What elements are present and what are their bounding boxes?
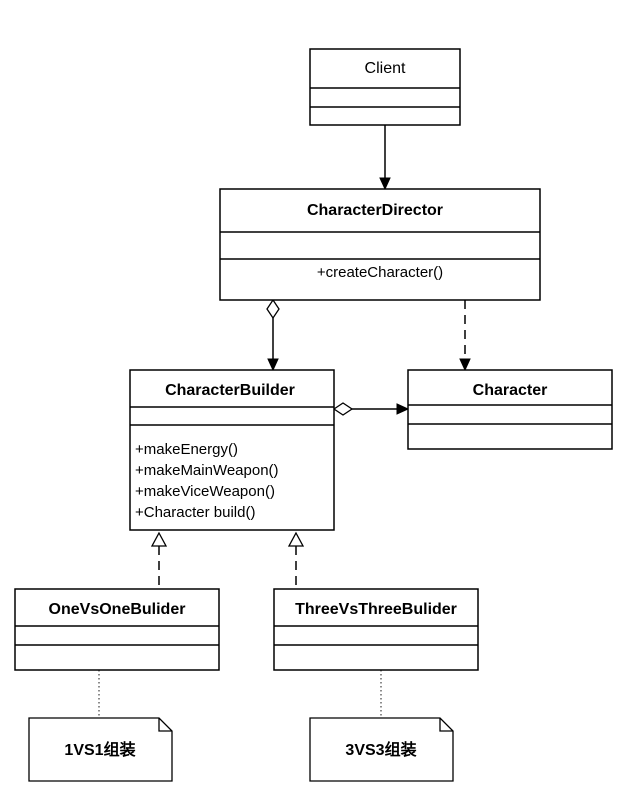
aggregation-director-builder	[266, 298, 280, 372]
operation-make-energy: +makeEnergy()	[135, 441, 238, 458]
realization-onevsone-builder	[150, 531, 168, 589]
class-three-vs-three-builder-name: ThreeVsThreeBulider	[295, 601, 457, 618]
operation-build: +Character build()	[135, 504, 255, 521]
class-one-vs-one-builder-name: OneVsOneBulider	[49, 601, 186, 618]
class-client-name: Client	[365, 60, 406, 77]
class-character-director[interactable]: CharacterDirector +createCharacter()	[219, 188, 541, 301]
operation-make-vice-weapon: +makeViceWeapon()	[135, 483, 275, 500]
class-one-vs-one-builder[interactable]: OneVsOneBulider	[14, 588, 220, 671]
operation-make-main-weapon: +makeMainWeapon()	[135, 462, 279, 479]
note-one-vs-one-text: 1VS1组装	[64, 740, 135, 759]
class-three-vs-three-builder[interactable]: ThreeVsThreeBulider	[273, 588, 479, 671]
aggregation-builder-character	[332, 402, 410, 416]
class-client[interactable]: Client	[309, 48, 461, 126]
class-character-director-name: CharacterDirector	[307, 202, 443, 219]
class-character-builder-name: CharacterBuilder	[165, 382, 295, 399]
realization-threevsthree-builder	[287, 531, 305, 589]
class-character[interactable]: Character	[407, 369, 613, 450]
dependency-director-character	[459, 300, 471, 372]
association-client-director	[379, 125, 391, 191]
note-three-vs-three-text: 3VS3组装	[345, 740, 416, 759]
note-three-vs-three[interactable]: 3VS3组装	[309, 717, 454, 782]
class-character-builder[interactable]: CharacterBuilder +makeEnergy() +makeMain…	[129, 369, 335, 531]
note-one-vs-one[interactable]: 1VS1组装	[28, 717, 173, 782]
class-character-name: Character	[473, 382, 548, 399]
operation-create-character: +createCharacter()	[317, 264, 443, 281]
